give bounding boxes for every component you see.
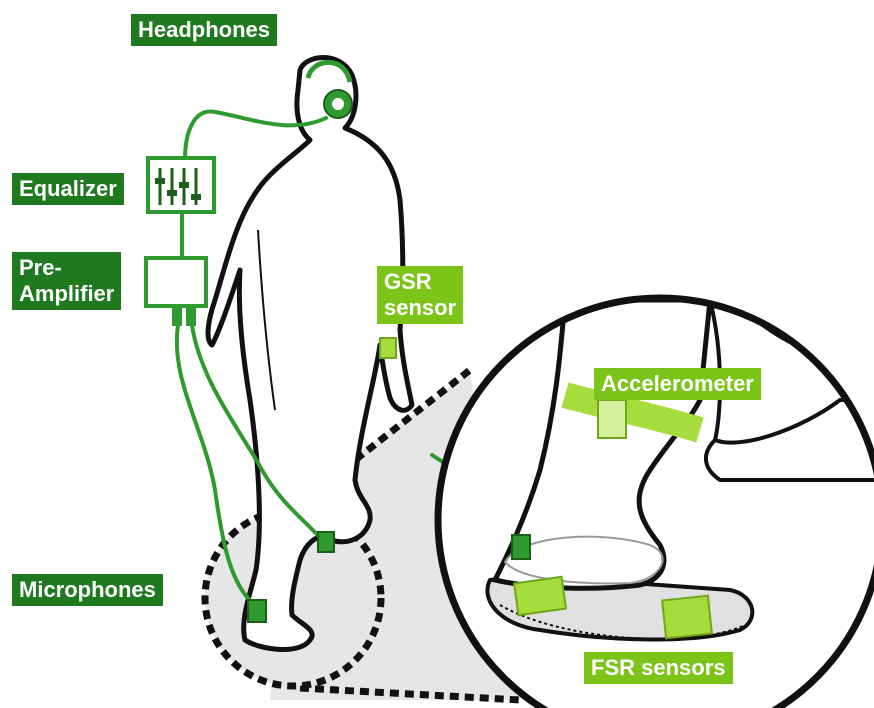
label-accelerometer: Accelerometer — [594, 368, 761, 400]
label-pre-amplifier: Pre- Amplifier — [12, 252, 121, 310]
pre-amplifier-device — [146, 258, 206, 326]
equalizer-device — [148, 158, 214, 212]
label-gsr-sensor: GSR sensor — [377, 266, 463, 324]
label-headphones: Headphones — [131, 14, 277, 46]
label-fsr-sensors: FSR sensors — [584, 652, 733, 684]
fsr-sensor-toe — [662, 596, 712, 639]
label-equalizer: Equalizer — [12, 173, 124, 205]
zoom-microphone — [512, 535, 530, 559]
label-microphones: Microphones — [12, 574, 163, 606]
microphone-right — [318, 532, 334, 552]
fsr-sensor-heel — [514, 577, 566, 615]
headphones-earcup-inner — [332, 98, 344, 110]
gsr-sensor-pad — [380, 338, 396, 358]
microphone-left — [248, 600, 266, 622]
